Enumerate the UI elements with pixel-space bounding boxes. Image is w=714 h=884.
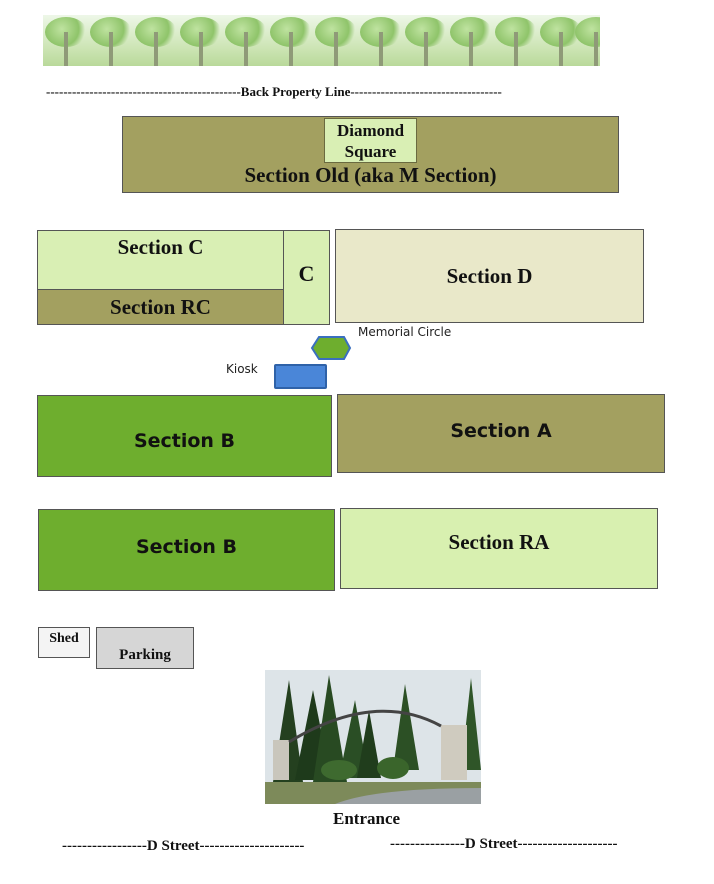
section-c-narrow[interactable]: C	[283, 230, 330, 325]
section-b-lower-label: Section B	[135, 536, 238, 558]
section-rc-label: Section RC	[110, 294, 211, 319]
kiosk-label: Kiosk	[226, 362, 258, 376]
section-ra[interactable]: Section RA	[340, 508, 658, 589]
section-old-label: Section Old (aka M Section)	[244, 163, 497, 187]
shed[interactable]: Shed	[38, 627, 90, 658]
section-d[interactable]: Section D	[335, 229, 644, 323]
section-ra-label: Section RA	[448, 530, 550, 554]
diamond-square-label: Diamond Square	[336, 120, 405, 161]
section-a-label: Section A	[450, 419, 552, 442]
section-b-upper-label: Section B	[133, 430, 236, 452]
kiosk-marker[interactable]	[274, 364, 327, 389]
shed-label: Shed	[49, 631, 79, 646]
parking-label: Parking	[119, 647, 171, 663]
tree-banner-image	[43, 15, 600, 66]
d-street-line-left: -----------------D Street---------------…	[62, 838, 305, 854]
section-b-upper[interactable]: Section B	[37, 395, 332, 477]
memorial-circle-marker[interactable]	[310, 336, 352, 361]
d-street-line-right: ---------------D Street-----------------…	[390, 836, 618, 852]
memorial-circle-label: Memorial Circle	[358, 325, 452, 339]
section-b-lower[interactable]: Section B	[38, 509, 335, 591]
section-c[interactable]: Section C	[37, 230, 284, 290]
section-rc[interactable]: Section RC	[37, 289, 284, 325]
parking[interactable]: Parking	[96, 627, 194, 669]
entrance-label: Entrance	[333, 809, 401, 828]
section-a[interactable]: Section A	[337, 394, 665, 473]
entrance-photo	[265, 670, 481, 804]
back-property-line: ----------------------------------------…	[46, 84, 502, 99]
section-c-label: Section C	[117, 235, 204, 259]
section-d-label: Section D	[446, 263, 533, 288]
section-c-narrow-label: C	[298, 261, 315, 286]
diamond-square[interactable]: Diamond Square	[324, 118, 417, 163]
